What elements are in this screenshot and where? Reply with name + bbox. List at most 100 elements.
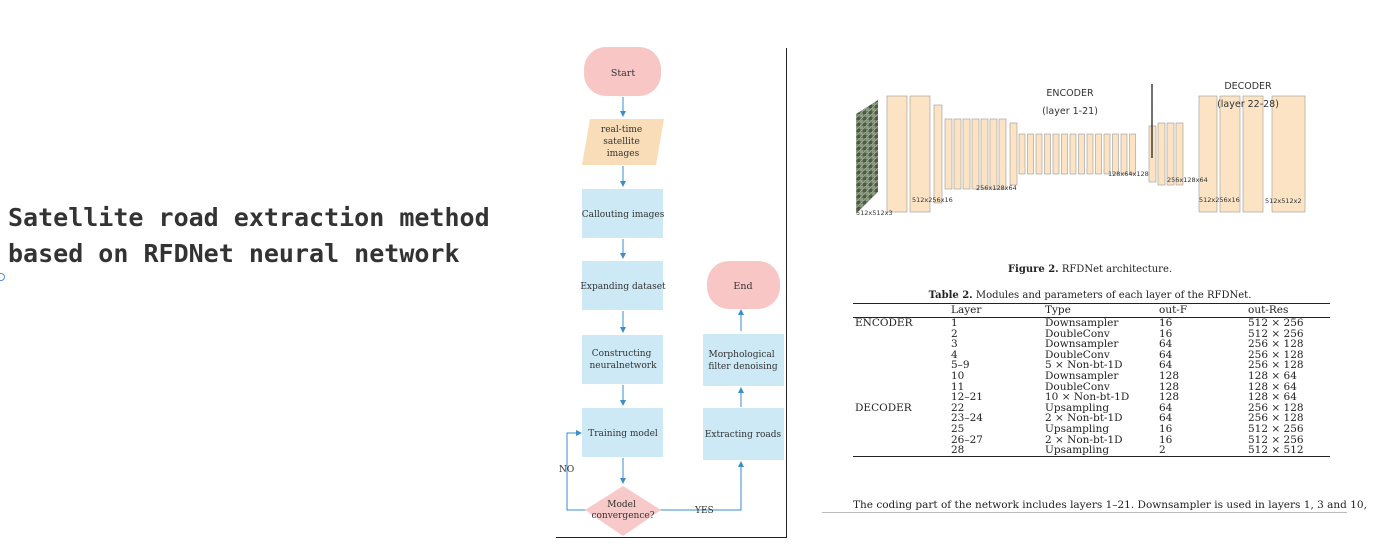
dim-enc2: 256x128x64 — [976, 184, 1017, 192]
table-cell: 128 — [1159, 391, 1180, 404]
table-cell — [853, 413, 949, 424]
flowchart-panel-right-border — [786, 48, 787, 538]
table-cell: 16 — [1159, 422, 1173, 435]
expanding-node — [582, 261, 663, 310]
callouting-label: Callouting images — [582, 210, 665, 220]
table-cell: DoubleConv — [1045, 348, 1110, 361]
layer-block — [962, 118, 971, 190]
table-cell: 512 × 512 — [1246, 445, 1330, 457]
table-row: 10 Downsampler 128 128 × 64 — [853, 371, 1330, 382]
decoder-layers: (layer 22-28) — [1217, 99, 1279, 110]
table-cell: 10 — [951, 369, 965, 382]
satellite-input-image — [856, 100, 878, 214]
table-cell: DoubleConv — [1045, 327, 1110, 340]
table-cell: 256 × 128 — [1248, 359, 1304, 372]
table-cell: 23–24 — [951, 412, 983, 425]
table-cell: 2 — [1157, 445, 1246, 457]
table-cell: Upsampling — [1043, 445, 1157, 457]
layer-block — [1157, 122, 1166, 186]
table-header-cell: out-Res — [1246, 303, 1330, 318]
table-cell — [853, 329, 949, 340]
figure-caption: Figure 2. RFDNet architecture. — [1007, 264, 1173, 275]
table-header-cell: out-F — [1157, 303, 1246, 318]
layer-block — [1112, 133, 1119, 175]
decision-line-2: convergence? — [591, 511, 654, 521]
end-node — [707, 261, 780, 309]
layer-block — [1129, 133, 1136, 175]
no-label: NO — [559, 465, 574, 475]
layer-block — [1166, 122, 1175, 186]
table-cell: 10 × Non-bt-1D — [1045, 391, 1130, 404]
table-cell: DoubleConv — [1045, 380, 1110, 393]
layer-block — [998, 118, 1007, 190]
body-paragraph: The coding part of the network includes … — [853, 499, 1367, 511]
table-cell: 16 — [1159, 327, 1173, 340]
decoder-title: DECODER — [1224, 81, 1272, 92]
table-cell: 16 — [1159, 317, 1173, 329]
input-node — [582, 119, 664, 165]
table-cell: 128 × 64 — [1248, 369, 1297, 382]
layer-block — [1009, 122, 1018, 186]
table-cell — [853, 360, 949, 371]
table-cell: Downsampler — [1045, 317, 1119, 329]
table-cell: 64 — [1159, 359, 1173, 372]
text-panel-bottom-border — [822, 512, 1347, 513]
morph-line-1: Morphological — [708, 350, 774, 360]
layer-block — [1018, 133, 1026, 175]
slide-title: Satellite road extraction method based o… — [8, 203, 490, 268]
table-cell — [853, 435, 949, 446]
table-cell: 12–21 — [951, 391, 983, 404]
layer-block — [1219, 95, 1241, 213]
dim-output: 512x512x2 — [1265, 197, 1302, 205]
layer-block — [989, 118, 998, 190]
layer-block — [1069, 133, 1077, 175]
table-cell: Downsampler — [1045, 369, 1119, 382]
table-cell — [853, 339, 949, 350]
table-cell: 1 — [951, 317, 958, 329]
table-cell: Upsampling — [1045, 401, 1110, 414]
table-header-cell — [853, 303, 949, 318]
layer-block — [1035, 133, 1043, 175]
decision-line-1: Model — [607, 500, 636, 510]
dim-dec1: 256x128x64 — [1167, 176, 1208, 184]
table-cell: Upsampling — [1045, 422, 1110, 435]
table-row: 5–9 5 × Non-bt-1D 64 256 × 128 — [853, 360, 1330, 371]
table-cell: 64 — [1159, 412, 1173, 425]
svg-text:Morphological filter denoi: Morphological filter denoising — [708, 350, 777, 372]
table-cell: 128 × 64 — [1248, 380, 1297, 393]
flowchart: Start real-time satellite images Callout… — [559, 47, 784, 536]
table-cell: 5 × Non-bt-1D — [1045, 359, 1123, 372]
dim-dec2: 512x256x16 — [1199, 196, 1240, 204]
bullet-dot — [0, 273, 5, 281]
layer-block — [953, 118, 962, 190]
constructing-node — [582, 335, 663, 384]
layer-block — [1103, 133, 1111, 175]
table-cell: 256 × 128 — [1248, 401, 1304, 414]
layer-block — [1120, 133, 1128, 175]
input-line-2: satellite — [603, 137, 640, 147]
layer-block — [1078, 133, 1085, 175]
table-header-row: Layer Type out-F out-Res — [853, 303, 1330, 318]
layer-block — [1044, 133, 1051, 175]
table-cell: 512 × 256 — [1248, 433, 1304, 446]
layer-block — [1175, 122, 1184, 186]
table-cell: 5–9 — [951, 359, 970, 372]
table-cell: 2 × Non-bt-1D — [1045, 433, 1123, 446]
table-cell — [853, 350, 949, 361]
table-cell: ENCODER — [855, 317, 913, 329]
table-cell: 128 — [1159, 369, 1180, 382]
layer-block — [1198, 95, 1218, 213]
table-cell: 64 — [1159, 338, 1173, 351]
layer-block — [1027, 133, 1034, 175]
table-cell: 4 — [951, 348, 958, 361]
layer-block — [1242, 95, 1264, 213]
layer-block — [971, 118, 980, 190]
dim-enc1: 512x256x16 — [912, 196, 953, 204]
